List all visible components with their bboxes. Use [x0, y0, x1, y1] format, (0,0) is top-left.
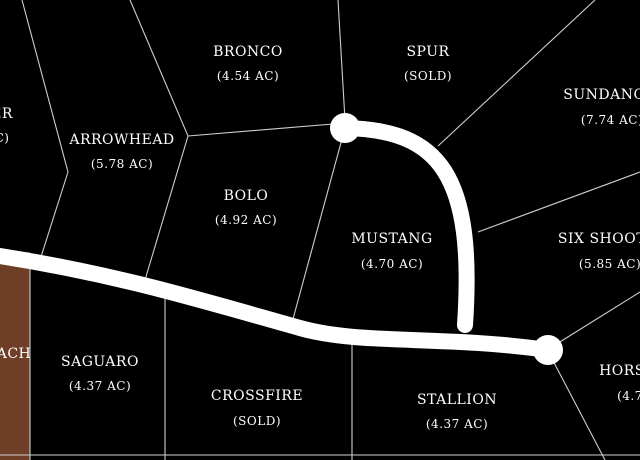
road-end-bulb	[533, 335, 563, 365]
lot-horse-acres: (4.7	[617, 389, 640, 403]
lot-bronco-acres: (4.54 AC)	[217, 69, 279, 83]
lot-each-fill[interactable]	[0, 252, 30, 460]
lot-six-shooter-acres: (5.85 AC)	[579, 257, 640, 271]
lot-spur-acres: (SOLD)	[404, 69, 452, 83]
main-road	[0, 248, 556, 358]
boundary-line	[549, 354, 606, 460]
boundary-line	[187, 122, 346, 137]
lot-mustang-acres: (4.70 AC)	[361, 257, 423, 271]
lot-partial-left-acres: C)	[0, 131, 9, 145]
lot-saguaro-acres: (4.37 AC)	[69, 379, 131, 393]
lot-sundance-acres: (7.74 AC)	[581, 113, 640, 127]
cul-de-sac-bulb	[330, 113, 360, 143]
lot-bolo-acres: (4.92 AC)	[215, 213, 277, 227]
boundary-line	[129, 0, 189, 137]
lot-bronco-name[interactable]: BRONCO	[213, 44, 283, 60]
boundary-line	[39, 171, 69, 261]
boundary-line	[289, 127, 346, 331]
lot-arrowhead-acres: (5.78 AC)	[91, 157, 153, 171]
road-network	[0, 113, 563, 365]
lot-stallion-acres: (4.37 AC)	[426, 417, 488, 431]
lot-stallion-name[interactable]: STALLION	[417, 392, 497, 408]
lot-labels: ER C) ARROWHEAD (5.78 AC) BRONCO (4.54 A…	[0, 44, 640, 431]
boundary-line	[337, 0, 346, 121]
boundary-line	[437, 0, 596, 147]
lot-mustang-name[interactable]: MUSTANG	[351, 231, 432, 247]
lot-sundance-name[interactable]: SUNDANC	[563, 87, 640, 103]
lot-each-name[interactable]: ACH	[0, 346, 31, 362]
boundary-line	[477, 171, 640, 233]
lot-crossfire-acres: (SOLD)	[233, 414, 281, 428]
cul-de-sac-road	[337, 120, 475, 333]
lot-horse-name[interactable]: HORS	[599, 363, 640, 379]
lot-spur-name[interactable]: SPUR	[406, 44, 449, 60]
lot-saguaro-name[interactable]: SAGUARO	[61, 354, 139, 370]
lot-partial-left-name[interactable]: ER	[0, 106, 13, 122]
lot-crossfire-name[interactable]: CROSSFIRE	[211, 388, 303, 404]
boundary-line	[21, 0, 69, 173]
boundary-line	[554, 291, 640, 346]
lot-arrowhead-name[interactable]: ARROWHEAD	[68, 132, 174, 148]
lot-six-shooter-name[interactable]: SIX SHOOT	[558, 231, 640, 247]
boundary-line	[144, 135, 189, 281]
lot-bolo-name[interactable]: BOLO	[224, 188, 269, 204]
